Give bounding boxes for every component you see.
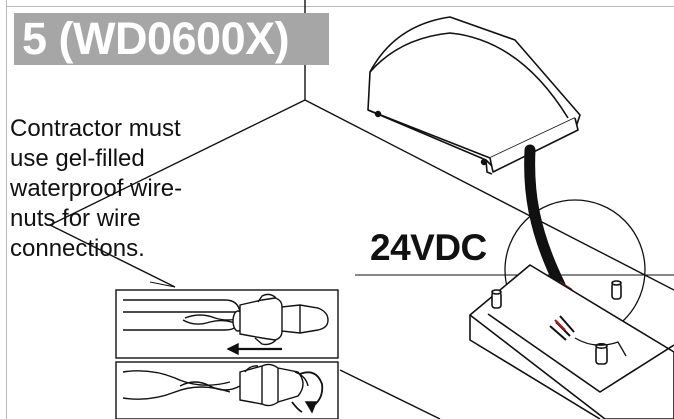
voltage-label: 24VDC: [370, 227, 487, 268]
wire-nut-twist-icon: [115, 361, 339, 419]
junction-box: [469, 264, 674, 419]
note-line-1: Contractor must: [10, 115, 181, 142]
installation-note: Contractor must use gel-filled waterproo…: [10, 114, 250, 264]
note-line-2: use gel-filled: [10, 145, 145, 172]
note-line-4: nuts for wire: [10, 205, 141, 232]
half-cylinder-light-fixture: [367, 16, 581, 175]
wall-floor-lines: [49, 0, 674, 419]
wire-nut-push-icon: [115, 289, 339, 359]
frame-border-top: [6, 6, 674, 7]
note-line-3: waterproof wire-: [10, 175, 183, 202]
frame-border-left: [6, 0, 7, 419]
step-title-badge: 5 (WD0600X): [14, 13, 329, 65]
note-line-5: connections.: [10, 235, 145, 262]
note-leader-line: [149, 281, 176, 288]
